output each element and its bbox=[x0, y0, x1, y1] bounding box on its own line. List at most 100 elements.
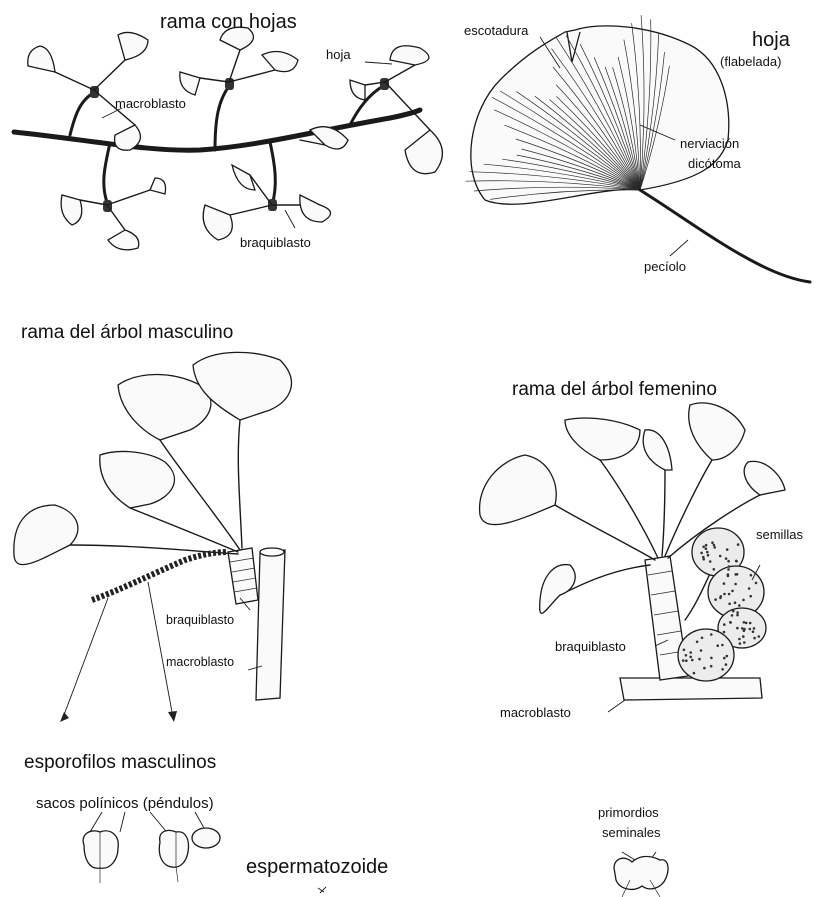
seed-stipple bbox=[713, 544, 716, 547]
spermatozoid-mark bbox=[318, 887, 326, 893]
seed-stipple bbox=[727, 573, 730, 576]
seed-stipple bbox=[700, 649, 703, 652]
spermatozoid-title: espermatozoide bbox=[246, 857, 388, 877]
pollen-sacs-label: sacos polínicos (péndulos) bbox=[36, 796, 214, 811]
seed-stipple bbox=[743, 621, 746, 624]
seed-stipple bbox=[743, 628, 746, 631]
seed-stipple bbox=[711, 541, 714, 544]
seed-stipple bbox=[702, 546, 705, 549]
seed-stipple bbox=[729, 621, 732, 624]
seed-stipple bbox=[732, 610, 735, 613]
seed-stipple bbox=[725, 557, 728, 560]
seed-stipple bbox=[736, 627, 739, 630]
seed-stipple bbox=[728, 603, 731, 606]
seed-stipple bbox=[736, 611, 739, 614]
seed-stipple bbox=[706, 551, 709, 554]
seed-stipple bbox=[682, 659, 685, 662]
seed-stipple bbox=[705, 547, 708, 550]
seed-stipple bbox=[713, 568, 716, 571]
seed-stipple bbox=[685, 654, 688, 657]
seed-stipple bbox=[710, 633, 713, 636]
seed-stipple bbox=[709, 560, 712, 563]
seed-stipple bbox=[700, 552, 703, 555]
seed-stipple bbox=[691, 659, 694, 662]
seed-stipple bbox=[748, 587, 751, 590]
seed-stipple bbox=[696, 641, 699, 644]
seed-stipple bbox=[685, 659, 688, 662]
seed-stipple bbox=[728, 593, 731, 596]
seed-stipple bbox=[727, 560, 730, 563]
seed-stipple bbox=[726, 548, 729, 551]
seed-stipple bbox=[745, 622, 748, 625]
male-long-shoot-label: macroblasto bbox=[166, 656, 234, 669]
seed-stipple bbox=[738, 604, 741, 607]
seed-stipple bbox=[734, 573, 737, 576]
female-short-shoot-label: braquiblasto bbox=[555, 640, 626, 653]
seed-stipple bbox=[725, 663, 728, 666]
seed-stipple bbox=[726, 655, 729, 658]
seed-stipple bbox=[720, 595, 723, 598]
seed-stipple bbox=[753, 637, 756, 640]
seed-stipple bbox=[723, 657, 726, 660]
seed-stipple bbox=[721, 644, 724, 647]
leaf-label: hoja bbox=[326, 48, 351, 61]
male-short-shoot-label: braquiblasto bbox=[166, 614, 234, 627]
seed-stipple bbox=[689, 651, 692, 654]
seed-stipple bbox=[735, 560, 738, 563]
seed-stipple bbox=[749, 628, 752, 631]
male-sporophylls-title: esporofilos masculinos bbox=[24, 753, 216, 772]
primordia-label-line1: primordios bbox=[598, 806, 659, 819]
seed-stipple bbox=[749, 622, 752, 625]
branch-with-leaves-title: rama con hojas bbox=[160, 12, 297, 32]
male-branch-title: rama del árbol masculino bbox=[21, 323, 233, 342]
seed-stipple bbox=[734, 601, 737, 604]
short-shoot-label-top: braquiblasto bbox=[240, 236, 311, 249]
female-long-shoot-label: macroblasto bbox=[500, 706, 571, 719]
seed-stipple bbox=[753, 627, 756, 630]
seed-stipple bbox=[703, 667, 706, 670]
seed-stipple bbox=[743, 641, 746, 644]
primordia-label-line2: seminales bbox=[602, 826, 661, 839]
seed-stipple bbox=[713, 546, 716, 549]
branch-with-leaves-drawing bbox=[14, 27, 442, 250]
seed-stipple bbox=[741, 627, 744, 630]
seed-stipple bbox=[723, 631, 726, 634]
seed-stipple bbox=[731, 590, 734, 593]
male-sporophylls-drawing bbox=[83, 812, 220, 883]
seed-stipple bbox=[742, 599, 745, 602]
male-branch-drawing bbox=[14, 352, 292, 722]
petiole-label: pecíolo bbox=[644, 260, 686, 273]
seed-stipple bbox=[755, 582, 758, 585]
seed-stipple bbox=[719, 555, 722, 558]
female-branch-title: rama del árbol femenino bbox=[512, 380, 717, 399]
seed-stipple bbox=[714, 598, 717, 601]
seed-stipple bbox=[737, 543, 740, 546]
seed-stipple bbox=[749, 595, 752, 598]
seed-stipple bbox=[721, 668, 724, 671]
seed-stipple bbox=[723, 593, 726, 596]
seed-stipple bbox=[723, 582, 726, 585]
seed-stipple bbox=[739, 642, 742, 645]
seed-stipple bbox=[698, 658, 701, 661]
seed-stipple bbox=[734, 583, 737, 586]
seed-stipple bbox=[702, 556, 705, 559]
venation-label-line2: dicótoma bbox=[688, 157, 741, 170]
seed-stipple bbox=[683, 649, 686, 652]
seeds-label: semillas bbox=[756, 528, 803, 541]
seed-stipple bbox=[750, 574, 753, 577]
leaf-title: hoja bbox=[752, 30, 790, 50]
seed-stipple bbox=[702, 558, 705, 561]
seed-stipple bbox=[758, 635, 761, 638]
seed-stipple bbox=[742, 635, 745, 638]
female-branch-drawing bbox=[480, 403, 785, 712]
seed-stipple bbox=[689, 656, 692, 659]
notch-label: escotadura bbox=[464, 24, 528, 37]
seed-stipple bbox=[705, 544, 708, 547]
seed-stipple bbox=[738, 638, 741, 641]
seed-stipple bbox=[701, 637, 704, 640]
seed-stipple bbox=[728, 565, 731, 568]
seed-stipple bbox=[752, 630, 755, 633]
venation-label-line1: nerviación bbox=[680, 137, 739, 150]
seed-stipple bbox=[736, 614, 739, 617]
seed-stipple bbox=[710, 665, 713, 668]
